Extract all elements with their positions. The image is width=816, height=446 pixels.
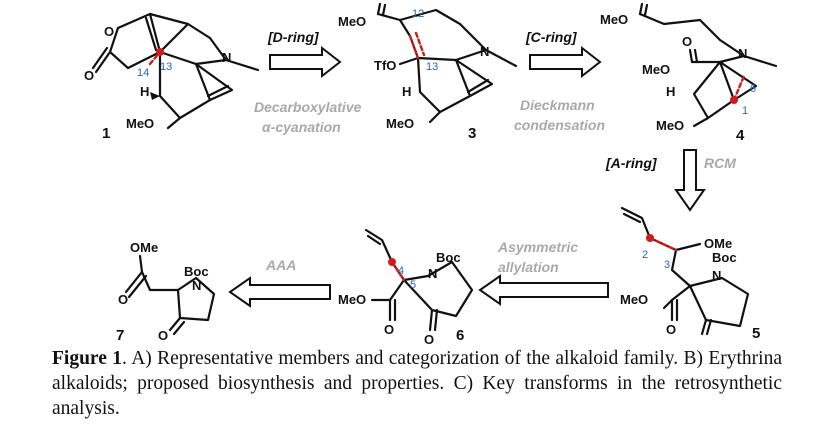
svg-text:O: O <box>666 322 676 337</box>
step-name-condensation: condensation <box>514 117 605 133</box>
compound-label-6: 6 <box>456 327 464 344</box>
svg-text:4: 4 <box>398 265 404 277</box>
svg-text:OMe: OMe <box>130 240 158 255</box>
compound-7-structure <box>124 254 216 336</box>
svg-text:O: O <box>84 68 94 83</box>
svg-text:O: O <box>682 34 692 49</box>
retro-arrow-aaa <box>228 276 331 308</box>
retro-arrow-d-ring <box>269 45 342 79</box>
svg-text:MeO: MeO <box>386 116 414 131</box>
svg-text:6: 6 <box>750 83 756 95</box>
svg-text:O: O <box>424 332 434 346</box>
svg-text:N: N <box>480 44 489 59</box>
svg-text:1: 1 <box>742 105 748 117</box>
svg-text:O: O <box>118 292 128 307</box>
svg-text:O: O <box>158 328 168 343</box>
compound-label-4: 4 <box>736 127 745 144</box>
step-name-rcm: RCM <box>704 155 736 171</box>
svg-text:H: H <box>140 84 149 99</box>
figure-caption: Figure 1. A) Representative members and … <box>52 346 782 421</box>
svg-text:OMe: OMe <box>704 236 732 251</box>
step-tag-c-ring: [C-ring] <box>525 29 578 45</box>
compound-6-structure <box>364 228 474 332</box>
step-tag-d-ring: [D-ring] <box>267 29 320 45</box>
svg-text:13: 13 <box>160 61 172 73</box>
svg-text:MeO: MeO <box>642 62 670 77</box>
compound-label-5: 5 <box>752 325 760 342</box>
compound-5-structure <box>620 206 750 336</box>
svg-text:5: 5 <box>410 279 416 291</box>
compound-label-7: 7 <box>116 327 124 344</box>
svg-text:N: N <box>222 50 231 65</box>
svg-text:Boc: Boc <box>184 264 209 279</box>
compound-label-1: 1 <box>102 125 110 142</box>
compound-4-structure <box>638 2 778 128</box>
retrosynthesis-scheme: O O N H MeO 14 13 1 [D-ring] Decarboxyla… <box>84 2 778 346</box>
svg-text:N: N <box>738 46 747 61</box>
compound-1-structure <box>91 12 260 130</box>
svg-text:MeO: MeO <box>338 292 366 307</box>
svg-text:O: O <box>104 24 114 39</box>
svg-text:Boc: Boc <box>436 250 461 265</box>
svg-text:MeO: MeO <box>656 118 684 133</box>
svg-text:N: N <box>712 268 721 283</box>
step-name-decarboxylative: Decarboxylative <box>254 99 362 115</box>
retro-arrow-a-ring <box>674 149 706 212</box>
retro-arrow-c-ring <box>529 45 602 79</box>
step-name-aaa: AAA <box>265 257 296 273</box>
step-name-asymmetric: Asymmetric <box>497 239 578 255</box>
svg-text:N: N <box>428 266 437 281</box>
svg-text:MeO: MeO <box>620 292 648 307</box>
svg-text:3: 3 <box>664 259 670 271</box>
figure-caption-text: . A) Representative members and categori… <box>52 348 782 419</box>
svg-text:MeO: MeO <box>338 14 366 29</box>
svg-text:O: O <box>384 322 394 337</box>
svg-text:H: H <box>666 84 675 99</box>
step-tag-a-ring: [A-ring] <box>605 155 658 171</box>
svg-text:TfO: TfO <box>374 58 396 73</box>
svg-text:12: 12 <box>412 8 424 20</box>
svg-text:N: N <box>192 278 201 293</box>
compound-label-3: 3 <box>468 125 476 142</box>
step-name-cyanation: α-cyanation <box>262 119 341 135</box>
svg-text:14: 14 <box>137 67 149 79</box>
svg-text:2: 2 <box>642 249 648 261</box>
svg-text:H: H <box>402 84 411 99</box>
svg-text:13: 13 <box>426 61 438 73</box>
svg-text:MeO: MeO <box>126 116 154 131</box>
svg-text:MeO: MeO <box>600 12 628 27</box>
figure-caption-label: Figure 1 <box>52 348 123 369</box>
compound-3-structure <box>376 2 518 124</box>
svg-text:Boc: Boc <box>712 250 737 265</box>
step-name-dieckmann: Dieckmann <box>520 97 595 113</box>
retro-arrow-allylation <box>478 274 609 306</box>
step-name-allylation: allylation <box>498 259 559 275</box>
